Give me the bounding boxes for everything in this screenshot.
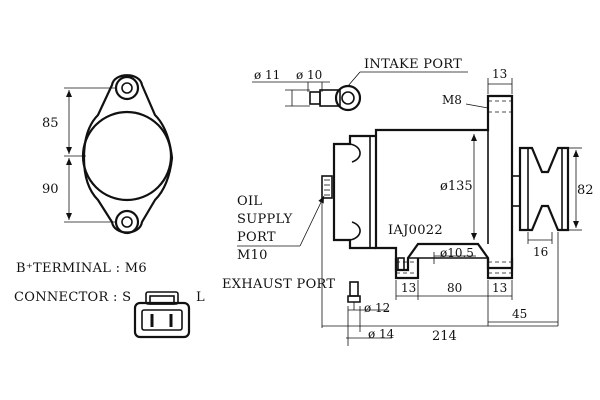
dim-13-b-label: 13 <box>492 281 507 295</box>
connector-symbol <box>133 291 191 339</box>
connector-l-label: L <box>196 290 205 305</box>
model-label: IAJ0022 <box>388 223 443 238</box>
dim-214-label: 214 <box>432 329 457 344</box>
dim-d14-label: ø 14 <box>368 327 395 341</box>
dim-82-label: 82 <box>577 183 594 198</box>
dim-d10-label: ø 10 <box>296 68 322 82</box>
b-terminal-label: B⁺TERMINAL : M6 <box>16 261 147 276</box>
dim-45-label: 45 <box>512 307 527 321</box>
front-view: 85 90 <box>42 74 174 235</box>
side-view <box>321 94 570 280</box>
dim-13-top-label: 13 <box>492 67 507 81</box>
exhaust-port-label: EXHAUST PORT <box>222 277 335 292</box>
dim-85-label: 85 <box>42 116 59 131</box>
dim-80-label: 80 <box>447 281 462 295</box>
dim-d135-label: ø135 <box>440 179 473 194</box>
dim-d11-label: ø 11 <box>254 68 280 82</box>
intake-port-label: INTAKE PORT <box>364 57 462 72</box>
dim-16-label: 16 <box>533 245 548 259</box>
oil-label-line2: SUPPLY <box>237 212 293 227</box>
dim-d10-5-label: ø10.5 <box>440 246 474 260</box>
oil-label-line4: M10 <box>237 248 268 263</box>
oil-label-line3: PORT <box>237 230 276 245</box>
dim-13-a-label: 13 <box>401 281 416 295</box>
connector-label: CONNECTOR : S <box>14 290 131 305</box>
exhaust-port <box>346 281 392 346</box>
dim-90-label: 90 <box>42 182 59 197</box>
dim-d12-label: ø 12 <box>364 301 390 315</box>
oil-label-line1: OIL <box>237 194 262 209</box>
m8-label: M8 <box>442 93 462 107</box>
intake-port <box>252 71 468 112</box>
